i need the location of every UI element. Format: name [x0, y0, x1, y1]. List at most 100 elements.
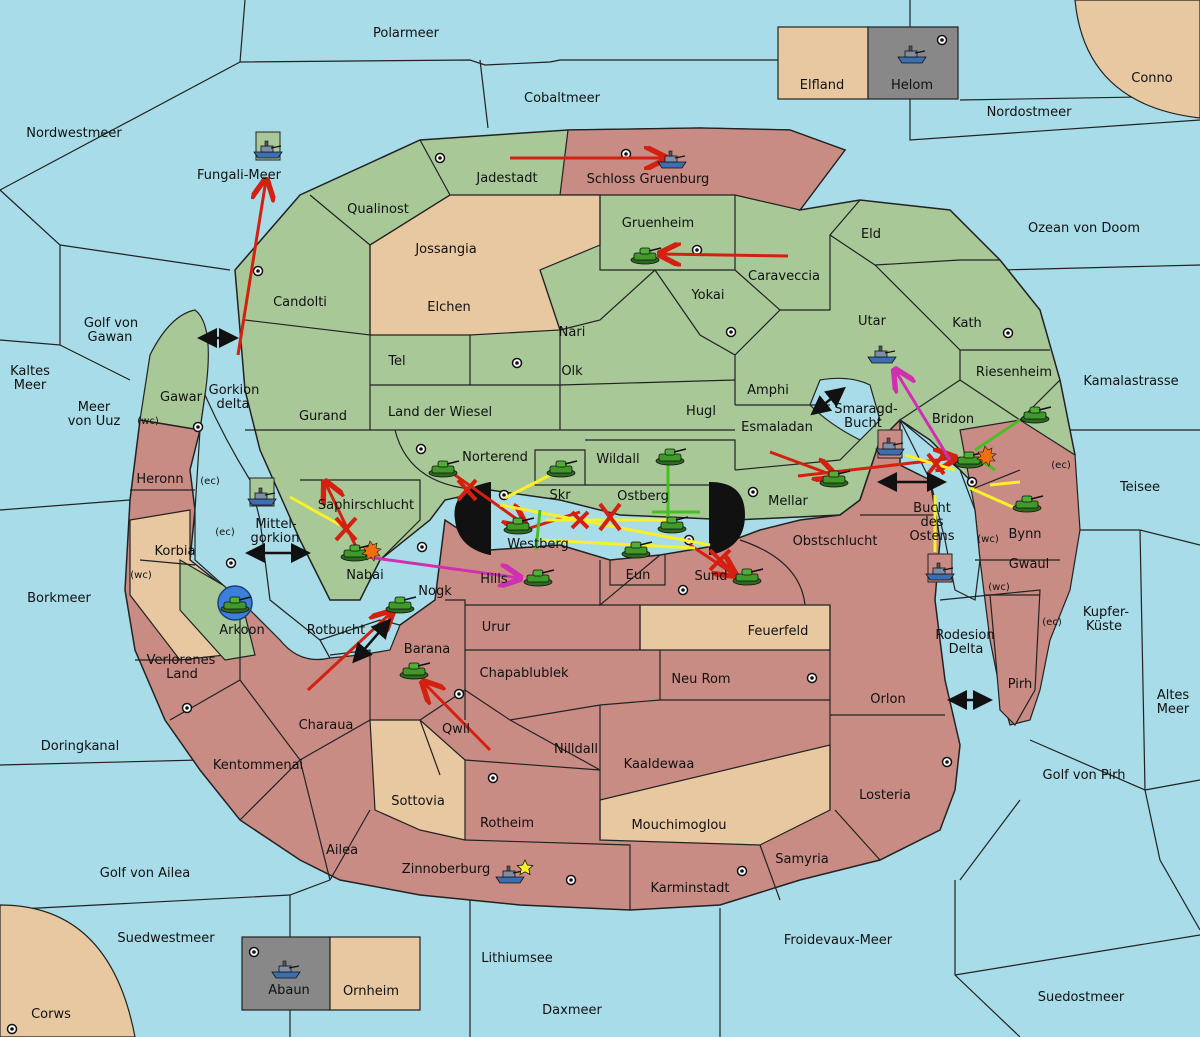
coast-tags: (ec) (wc) (ec) (wc) (wc) (ec) (wc) (ec) [130, 416, 1071, 628]
label-nordwestmeer: Nordwestmeer [26, 126, 122, 141]
label-suedwestmeer: Suedwestmeer [117, 931, 215, 946]
label-ozean-von-doom: Ozean von Doom [1028, 221, 1140, 236]
label-mellar: Mellar [768, 494, 808, 509]
order-move [236, 180, 266, 356]
failed-x [456, 478, 478, 502]
supply-center-dot [434, 152, 446, 164]
label-esmaladan: Esmaladan [741, 420, 813, 435]
label-arkoon: Arkoon [219, 623, 264, 638]
label-qualinost: Qualinost [347, 202, 409, 217]
tank-icon [385, 596, 417, 614]
label-tel: Tel [387, 354, 405, 369]
label-riesenheim: Riesenheim [976, 365, 1052, 380]
label-abaun: Abaun [268, 983, 310, 998]
label-losteria: Losteria [859, 788, 911, 803]
label-karminstadt: Karminstadt [650, 881, 729, 896]
label-bridon: Bridon [932, 412, 974, 427]
label-zinnoberburg: Zinnoberburg [402, 862, 490, 877]
label-suedostmeer: Suedostmeer [1038, 990, 1125, 1005]
label-barana: Barana [404, 642, 450, 657]
label-korbia: Korbia [154, 544, 195, 559]
label-bucht-des-ostens-2: des [920, 515, 943, 530]
supply-center-dot [966, 476, 978, 488]
land-labels: Elfland Helom Abaun Ornheim Jadestadt Sc… [136, 78, 1052, 999]
order-support [539, 538, 696, 550]
label-nabai: Nabai [346, 568, 384, 583]
order-move [454, 473, 525, 525]
label-nilldall: Nilldall [554, 742, 598, 757]
label-meer-von-uuz-2: von Uuz [68, 414, 121, 429]
label-nordostmeer: Nordostmeer [987, 105, 1073, 120]
coast-tag: (ec) [1042, 617, 1062, 628]
label-golf-von-pirh: Golf von Pirh [1043, 768, 1126, 783]
label-rotbucht: Rotbucht [307, 623, 365, 638]
label-saphirschlucht: Saphirschlucht [318, 498, 414, 513]
supply-center-dot [677, 584, 689, 596]
adjacency-arrows [197, 328, 993, 710]
label-land-der-wiesel: Land der Wiesel [388, 405, 492, 420]
label-kaaldewaa: Kaaldewaa [624, 757, 695, 772]
supply-center-dot [225, 557, 237, 569]
failed-x [708, 548, 732, 572]
label-caraveccia: Caraveccia [748, 269, 820, 284]
label-kaltes-meer-2: Meer [14, 378, 47, 393]
label-golf-von-gawan: Golf von [84, 316, 138, 331]
coast-tag: (wc) [130, 570, 152, 581]
label-bynn: Bynn [1008, 527, 1041, 542]
label-teisee: Teisee [1119, 480, 1160, 495]
failed-x [926, 452, 946, 476]
label-gawar: Gawar [160, 390, 203, 405]
failed-x [570, 510, 590, 530]
order-hold-support [534, 509, 542, 551]
label-feuerfeld: Feuerfeld [748, 624, 809, 639]
order-convoy [359, 554, 520, 578]
label-elfland: Elfland [800, 78, 844, 93]
elfland-box [777, 26, 869, 100]
label-sund: Sund [695, 569, 728, 584]
supply-center-dot [806, 672, 818, 684]
label-urur: Urur [482, 620, 511, 635]
label-gruenheim: Gruenheim [622, 216, 694, 231]
supply-center-dot [453, 688, 465, 700]
order-support [969, 486, 1016, 510]
label-rotheim: Rotheim [480, 816, 534, 831]
supply-center-dot [252, 265, 264, 277]
continent [124, 127, 1081, 911]
label-altes-meer: Altes [1157, 688, 1190, 703]
label-neu-rom: Neu Rom [671, 672, 730, 687]
supply-center-dot [565, 874, 577, 886]
label-ailea: Ailea [326, 843, 358, 858]
order-convoy [895, 370, 952, 461]
label-conno: Conno [1131, 71, 1173, 86]
label-froidevaux-meer: Froidevaux-Meer [784, 933, 893, 948]
coast-tag: (wc) [988, 582, 1010, 593]
coast-tag: (ec) [1051, 460, 1071, 471]
label-daxmeer: Daxmeer [542, 1003, 602, 1018]
label-heronn: Heronn [136, 472, 183, 487]
order-support [904, 453, 956, 472]
label-hills: Hills [480, 572, 508, 587]
label-kath: Kath [952, 316, 982, 331]
label-utar: Utar [858, 314, 887, 329]
label-kupfer-kueste-2: Küste [1086, 619, 1122, 634]
order-hold-support [974, 418, 1021, 452]
double-arrow [352, 618, 392, 664]
supply-center-dot [415, 443, 427, 455]
label-candolti: Candolti [273, 295, 327, 310]
label-kupfer-kueste: Kupfer- [1083, 605, 1129, 620]
label-schloss-gruenburg: Schloss Gruenburg [587, 172, 710, 187]
supply-center-dot [747, 486, 759, 498]
label-orlon: Orlon [870, 692, 905, 707]
label-smaragd-bucht: Smaragd- [834, 402, 898, 417]
label-wildall: Wildall [596, 452, 639, 467]
province-borders [130, 139, 1061, 910]
coast-tag: (ec) [215, 527, 235, 538]
label-lithiumsee: Lithiumsee [481, 951, 552, 966]
label-mittelgorkion: Mittel- [255, 517, 297, 532]
order-support [989, 480, 1021, 487]
label-eun: Eun [626, 568, 651, 583]
label-polarmeer: Polarmeer [373, 26, 440, 41]
label-kamalastrasse: Kamalastrasse [1083, 374, 1178, 389]
supply-center-dot [248, 946, 260, 958]
label-bucht-des-ostens-3: Ostens [909, 529, 954, 544]
